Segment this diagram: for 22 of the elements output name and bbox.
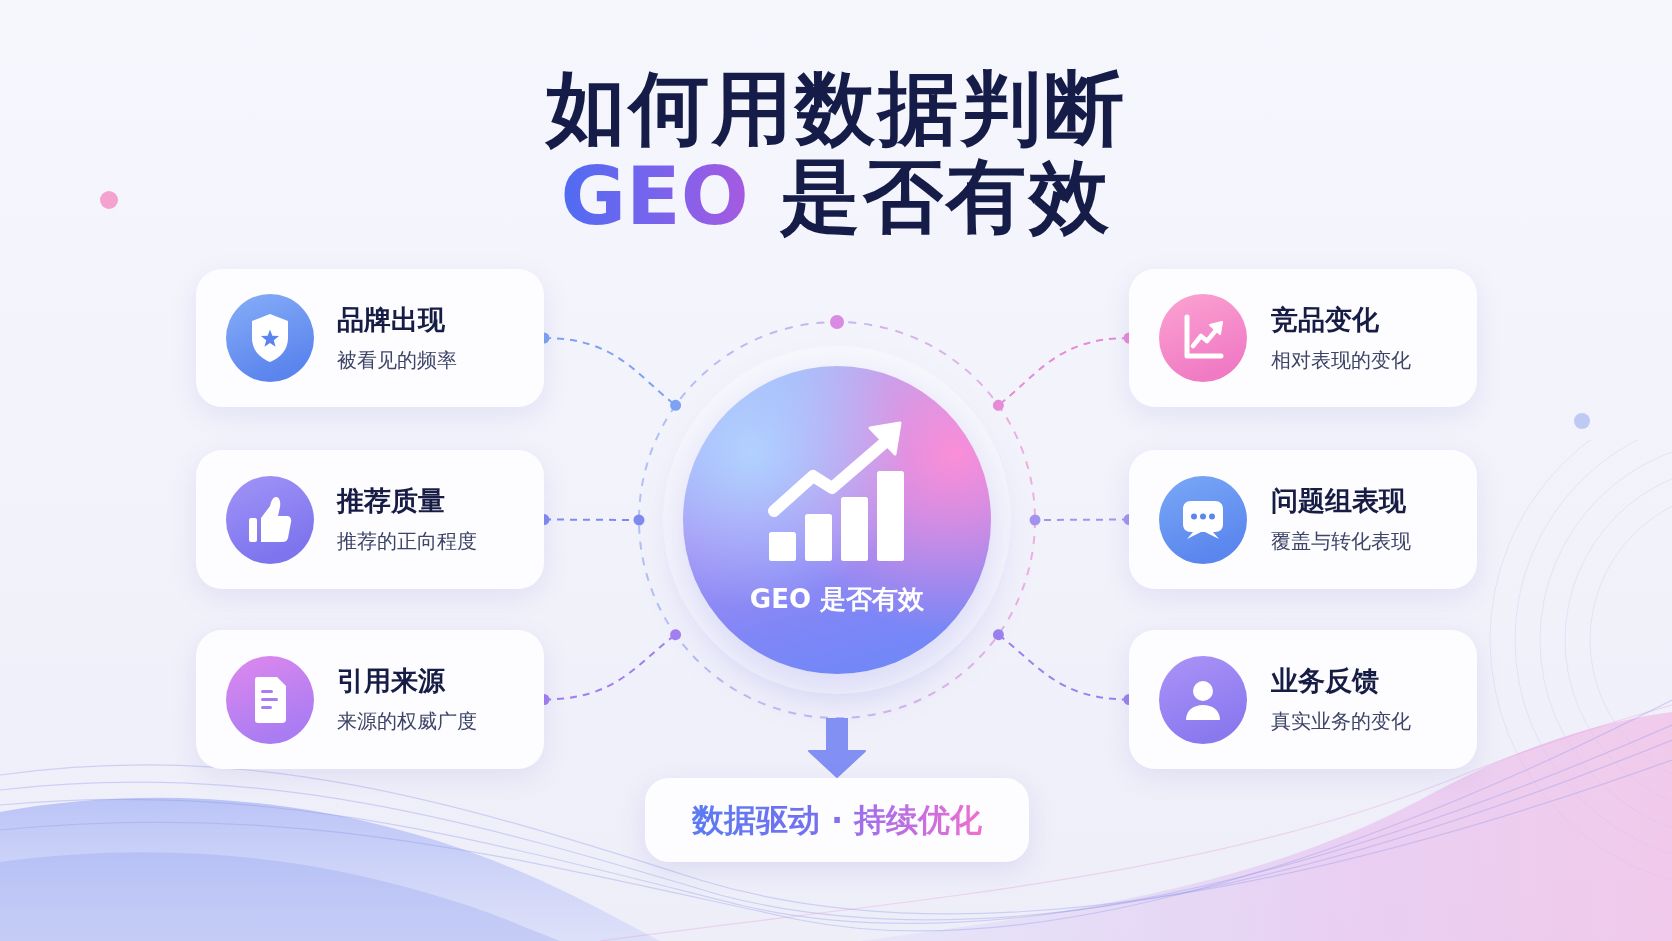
card-subtitle: 推荐的正向程度 [337, 529, 477, 553]
metric-card [196, 450, 544, 589]
summary-pill [645, 778, 1029, 862]
card-title: 品牌出现 [337, 304, 445, 336]
card-subtitle: 被看见的频率 [337, 348, 457, 372]
title: 如何用数据判断 GEO 是否有效 [545, 65, 1127, 241]
card-subtitle: 来源的权威广度 [337, 709, 477, 733]
card-subtitle: 真实业务的变化 [1271, 709, 1411, 733]
card-title: 问题组表现 [1271, 485, 1406, 517]
metric-card [196, 269, 544, 407]
card-subtitle: 相对表现的变化 [1271, 348, 1411, 372]
card-title: 业务反馈 [1271, 665, 1379, 697]
circle-label: GEO 是否有效 [749, 583, 925, 615]
metric-card [1129, 630, 1477, 769]
card-title: 引用来源 [337, 665, 445, 697]
block-arrow [808, 718, 866, 778]
card-subtitle: 覆盖与转化表现 [1271, 529, 1411, 553]
metric-card [196, 630, 544, 769]
card-title: 推荐质量 [337, 485, 445, 517]
card-title: 竞品变化 [1271, 304, 1379, 336]
metric-card [1129, 450, 1477, 589]
metric-card [1129, 269, 1477, 407]
